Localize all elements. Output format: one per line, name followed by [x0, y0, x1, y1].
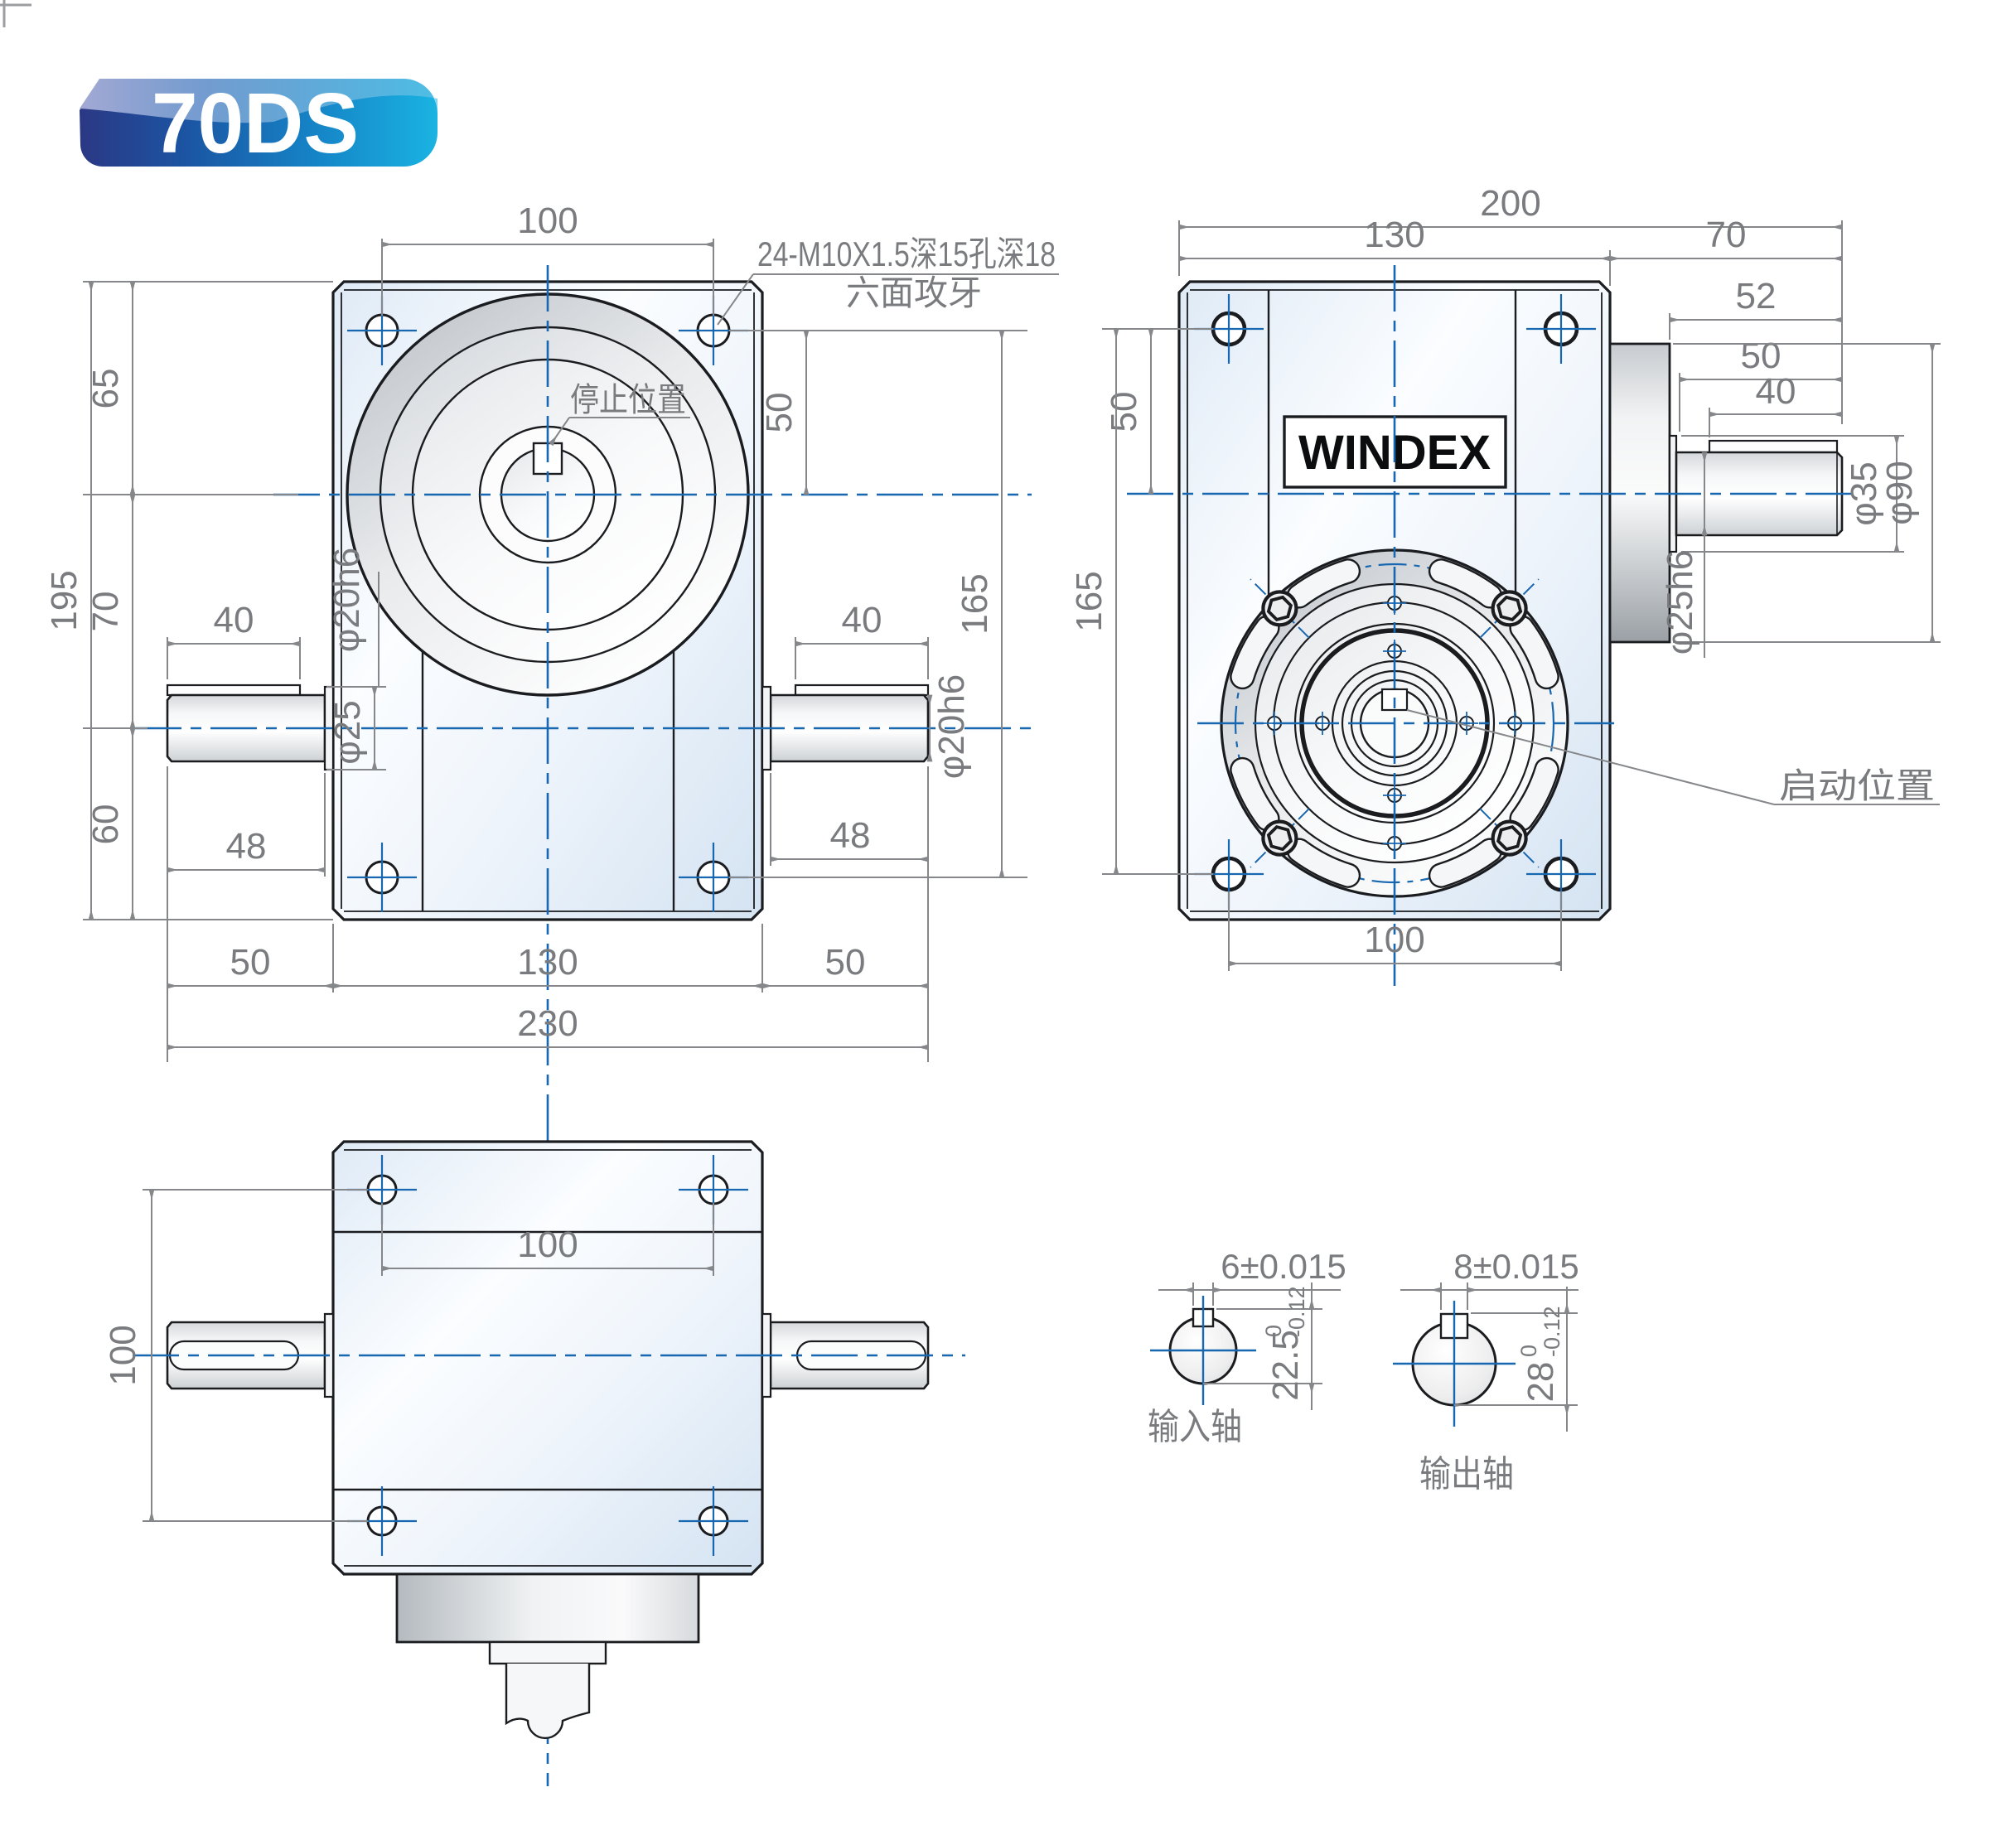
front-callouts: 24-M10X1.5深15孔深18 六面攻牙 停止位置 [548, 234, 1059, 447]
bolt-hole-crosshair [347, 843, 417, 912]
side-dim-70: 70 [1706, 215, 1747, 255]
input-shaft-label: 输入轴 [1148, 1407, 1242, 1447]
section-dim-depth-input: 22.5 0 -0.12 [1261, 1286, 1309, 1400]
front-dim-50-right: 50 [759, 393, 800, 433]
hex-bolt-hexagon [1496, 824, 1523, 852]
plan-dimensions: 100 100 [103, 1189, 714, 1522]
front-dim-40-right: 40 [842, 600, 882, 640]
side-dim-phi25h6: φ25h6 [1660, 550, 1700, 654]
hex-bolt-hexagon [1266, 595, 1293, 622]
front-dim-60: 60 [85, 804, 126, 845]
section-dim-keyway-width-input: 6±0.015 [1221, 1247, 1346, 1286]
side-hex-bolt [1479, 808, 1540, 868]
start-position-leader [1406, 709, 1775, 805]
depth-tol-lower: -0.12 [1540, 1306, 1564, 1357]
bolt-hole-crosshair [1526, 294, 1596, 364]
side-view: WINDEX [1177, 280, 1844, 921]
side-arc-slot [1230, 615, 1280, 690]
side-hex-bolt [1250, 808, 1310, 868]
front-dim-70: 70 [85, 592, 126, 632]
side-dim-100-bottom: 100 [1364, 920, 1424, 960]
side-arc-slot [1509, 756, 1559, 832]
section-dim-keyway-width-output: 8±0.015 [1453, 1247, 1579, 1286]
front-dim-65: 65 [85, 369, 126, 409]
side-hex-bolt [1479, 578, 1540, 639]
front-dimensions: 100 195 65 70 60 40 φ20h6 φ25 48 50 165 40 φ20h6 48 50… [44, 200, 1027, 1062]
front-dim-phi20h6-right: φ20h6 [931, 674, 972, 779]
front-stop-position-label: 停止位置 [570, 382, 686, 418]
side-hex-bolt [1250, 578, 1310, 639]
stop-position-leader [548, 417, 570, 447]
plan-output-shaft-stub [505, 1664, 591, 1740]
side-arc-slot [1286, 838, 1361, 888]
side-arc-slot [1428, 558, 1503, 609]
plan-dim-100-h: 100 [517, 1224, 578, 1265]
front-dim-130: 130 [517, 942, 578, 983]
front-dim-50-bottom-left: 50 [230, 942, 271, 983]
plan-dim-100-v: 100 [103, 1325, 143, 1385]
front-dim-50-bottom-right: 50 [825, 942, 866, 983]
side-bolt-hole-top-right [1526, 294, 1596, 364]
badge-gloss [80, 79, 438, 123]
front-bolt-hole-bottom-left [347, 843, 417, 912]
side-dim-50: 50 [1741, 336, 1782, 376]
front-dim-48-right: 48 [830, 815, 871, 856]
front-dim-195: 195 [44, 570, 85, 630]
front-tap-note-line1: 24-M10X1.5深15孔深18 [757, 234, 1056, 273]
badge-label: 70DS [152, 75, 359, 171]
depth-tol-lower: -0.12 [1284, 1286, 1309, 1337]
side-start-position-label: 启动位置 [1779, 766, 1935, 805]
side-dim-52: 52 [1736, 276, 1777, 316]
plan-output-collar [488, 1640, 607, 1665]
front-dim-40-left: 40 [214, 600, 254, 640]
front-tap-note-line2: 六面攻牙 [846, 273, 982, 312]
side-centerlines [1127, 265, 1860, 986]
side-bolt-hole-bottom-right [1526, 839, 1596, 909]
shaft-sections: 6±0.015 22.5 0 -0.12 输入轴 8±0.015 28 0 -0.… [1148, 1247, 1579, 1495]
tap-note-leader [717, 273, 754, 326]
side-dim-phi90: φ90 [1879, 461, 1920, 524]
front-dim-165: 165 [955, 573, 995, 634]
plan-output-boss [395, 1572, 700, 1644]
corner-crop-mark [0, 0, 31, 27]
output-shaft-key [1708, 439, 1839, 454]
output-shaft-label: 输出轴 [1419, 1454, 1514, 1495]
hex-bolt-hexagon [1266, 824, 1293, 852]
front-dim-230: 230 [517, 1003, 578, 1044]
side-callouts: 启动位置 [1406, 709, 1940, 805]
side-dim-165-left: 165 [1069, 571, 1110, 631]
bolt-hole-crosshair [679, 1486, 748, 1556]
model-badge: 70DS [80, 75, 438, 171]
plan-body [331, 1140, 764, 1576]
input-shaft-key-right [794, 683, 930, 697]
side-dim-130: 130 [1364, 215, 1424, 255]
side-dim-40: 40 [1756, 371, 1796, 412]
hex-bolt-hexagon [1496, 595, 1523, 622]
input-shaft-key-left [166, 683, 302, 697]
front-dim-phi20h6-left: φ20h6 [326, 548, 367, 652]
front-dim-100-top: 100 [517, 200, 578, 241]
front-dim-48-left: 48 [226, 826, 267, 867]
depth-tol-upper: 0 [1516, 1345, 1541, 1357]
depth-tol-upper: 0 [1261, 1325, 1286, 1337]
side-dim-phi35: φ35 [1844, 461, 1884, 525]
plan-bolt-hole-bottom-right [679, 1486, 748, 1556]
section-dim-depth-output: 28 0 -0.12 [1516, 1306, 1564, 1402]
side-dim-50-left: 50 [1104, 392, 1144, 432]
front-dim-phi25: φ25 [327, 700, 368, 764]
depth-value: 28 [1520, 1362, 1561, 1403]
side-dim-200: 200 [1480, 183, 1540, 224]
depth-value: 22.5 [1265, 1330, 1306, 1401]
